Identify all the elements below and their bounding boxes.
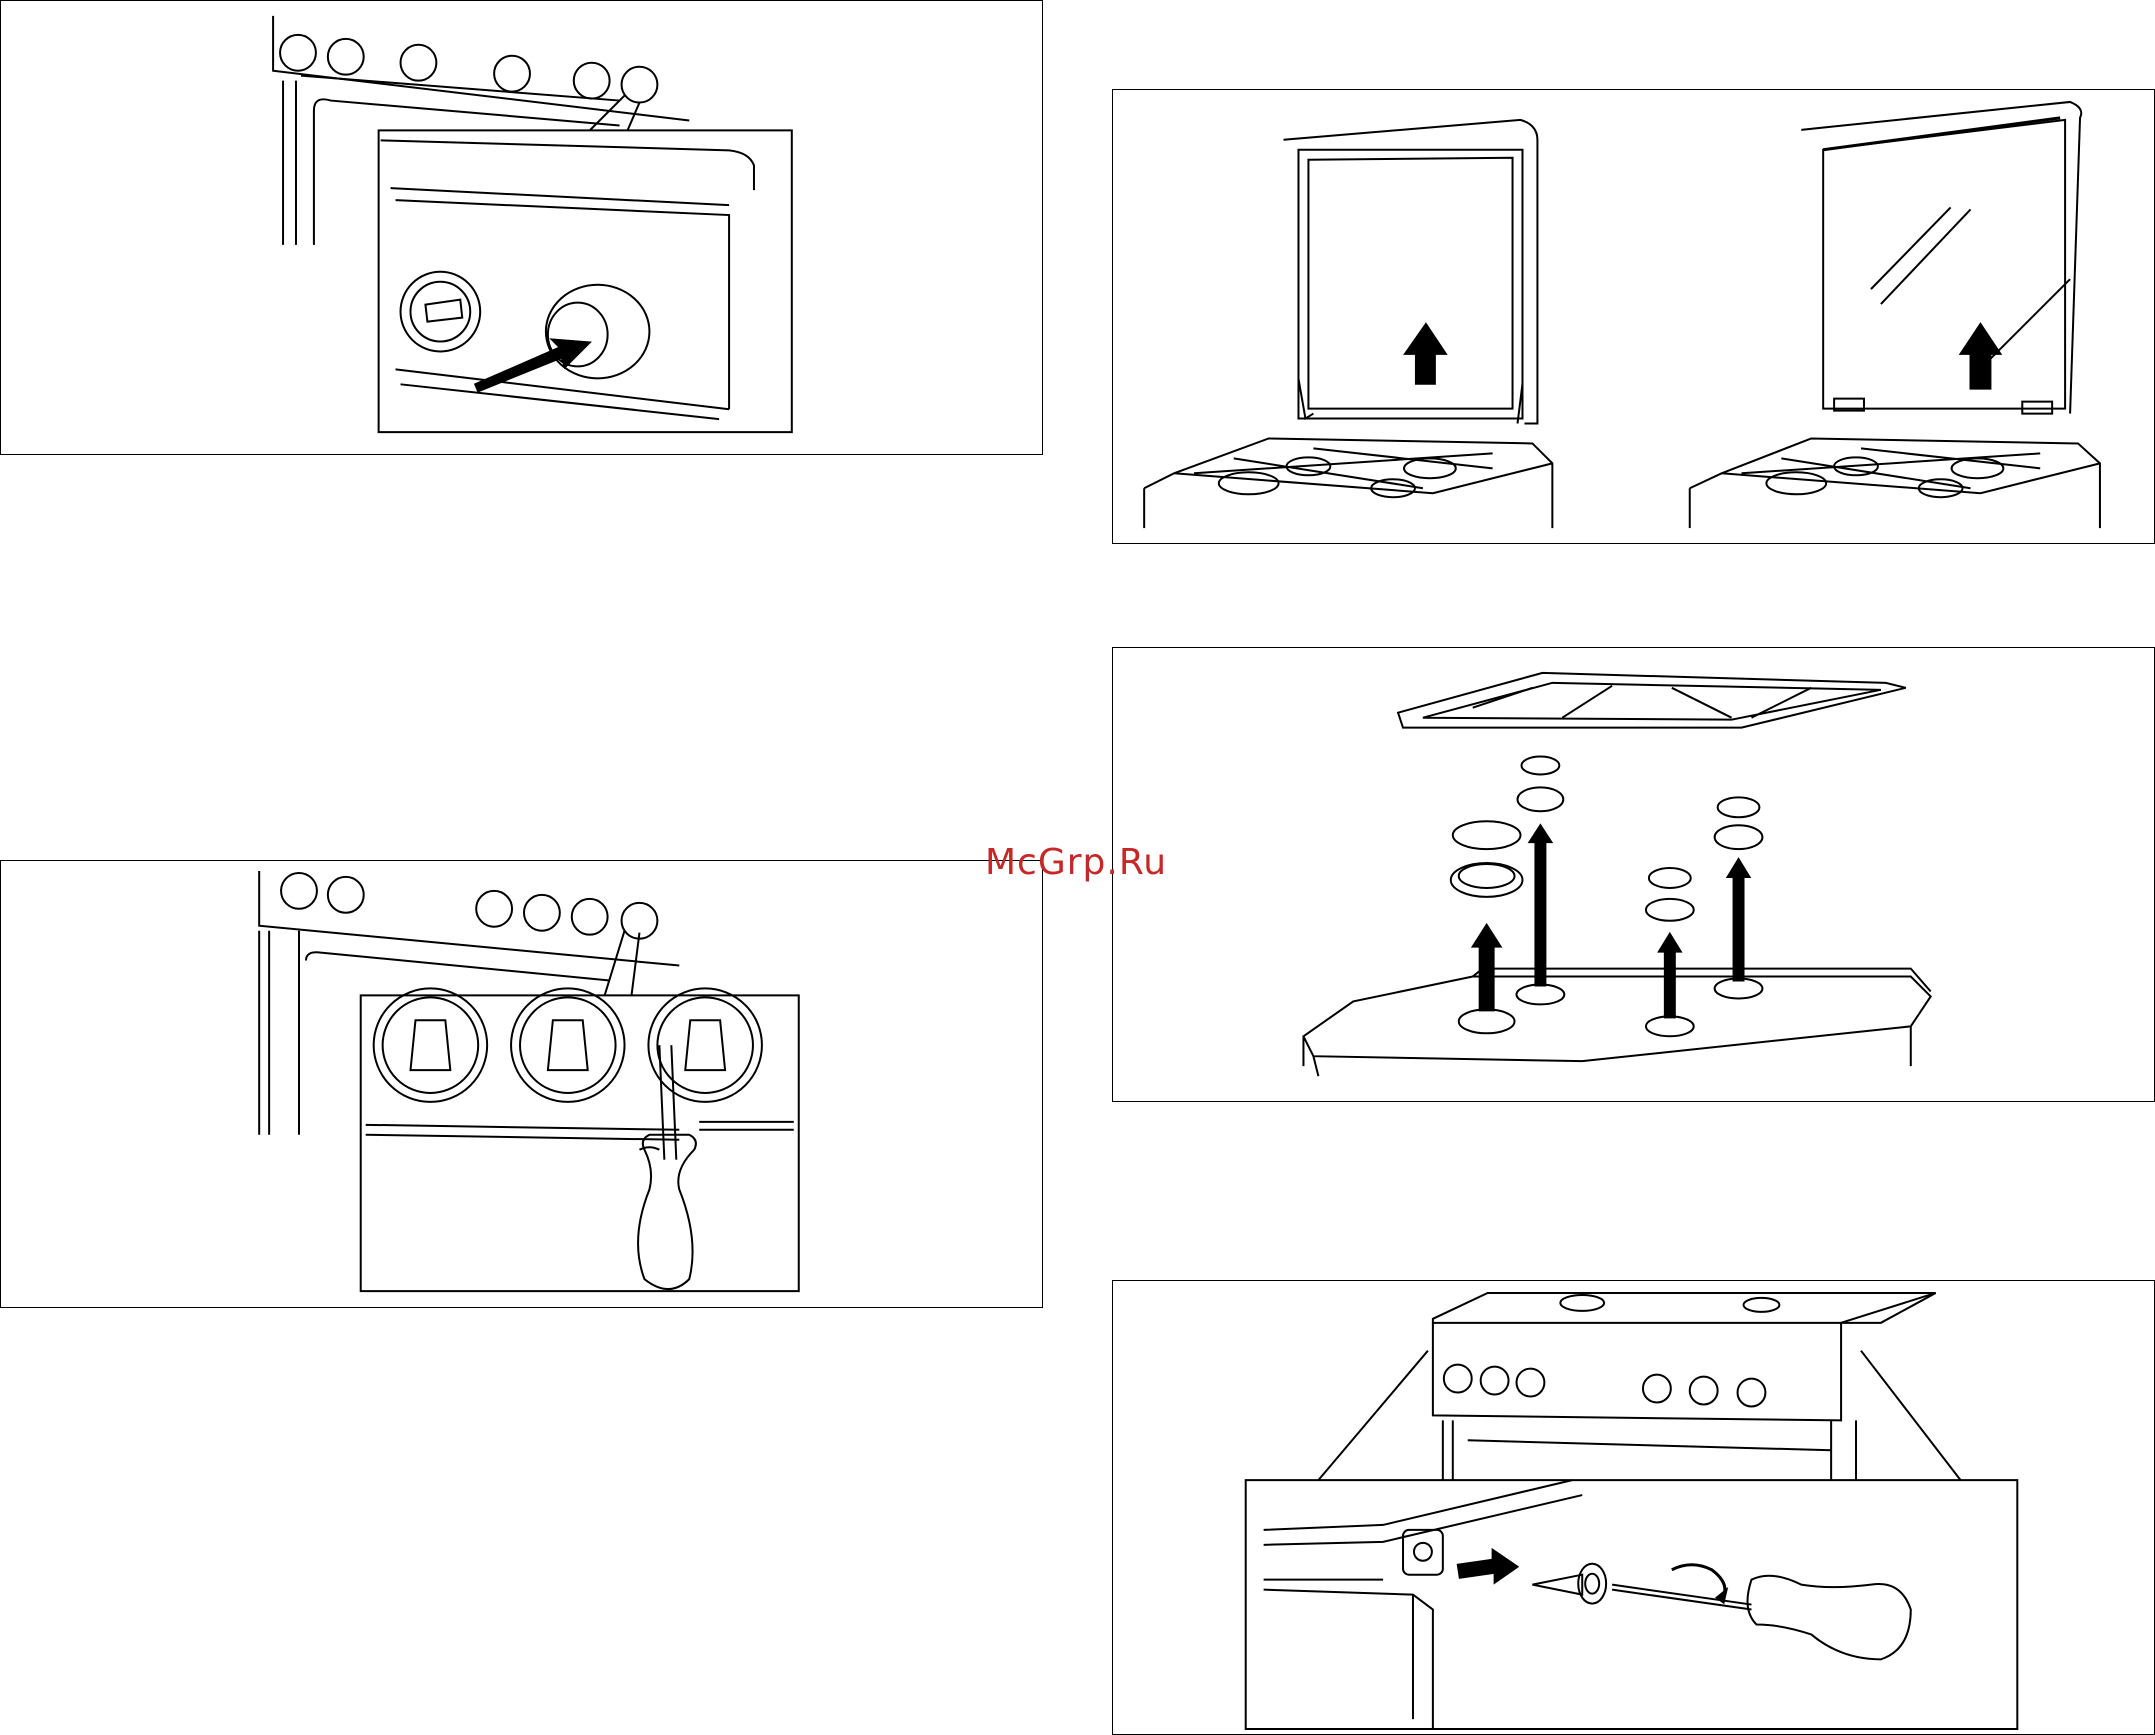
figure-adjust-valve	[0, 860, 1043, 1308]
lid-removal-illustration	[1113, 90, 2154, 543]
knob-removal-illustration	[1, 1, 1042, 454]
figure-remove-screw	[1112, 1280, 2155, 1735]
figure-lift-burners	[1112, 647, 2155, 1102]
side-screw-illustration	[1113, 1281, 2154, 1734]
watermark-text: McGrp.Ru	[985, 842, 1167, 883]
figure-remove-knob	[0, 0, 1043, 455]
figure-lift-lid	[1112, 89, 2155, 544]
burner-removal-illustration	[1113, 648, 2154, 1101]
screwdriver-valve-illustration	[1, 861, 1042, 1307]
